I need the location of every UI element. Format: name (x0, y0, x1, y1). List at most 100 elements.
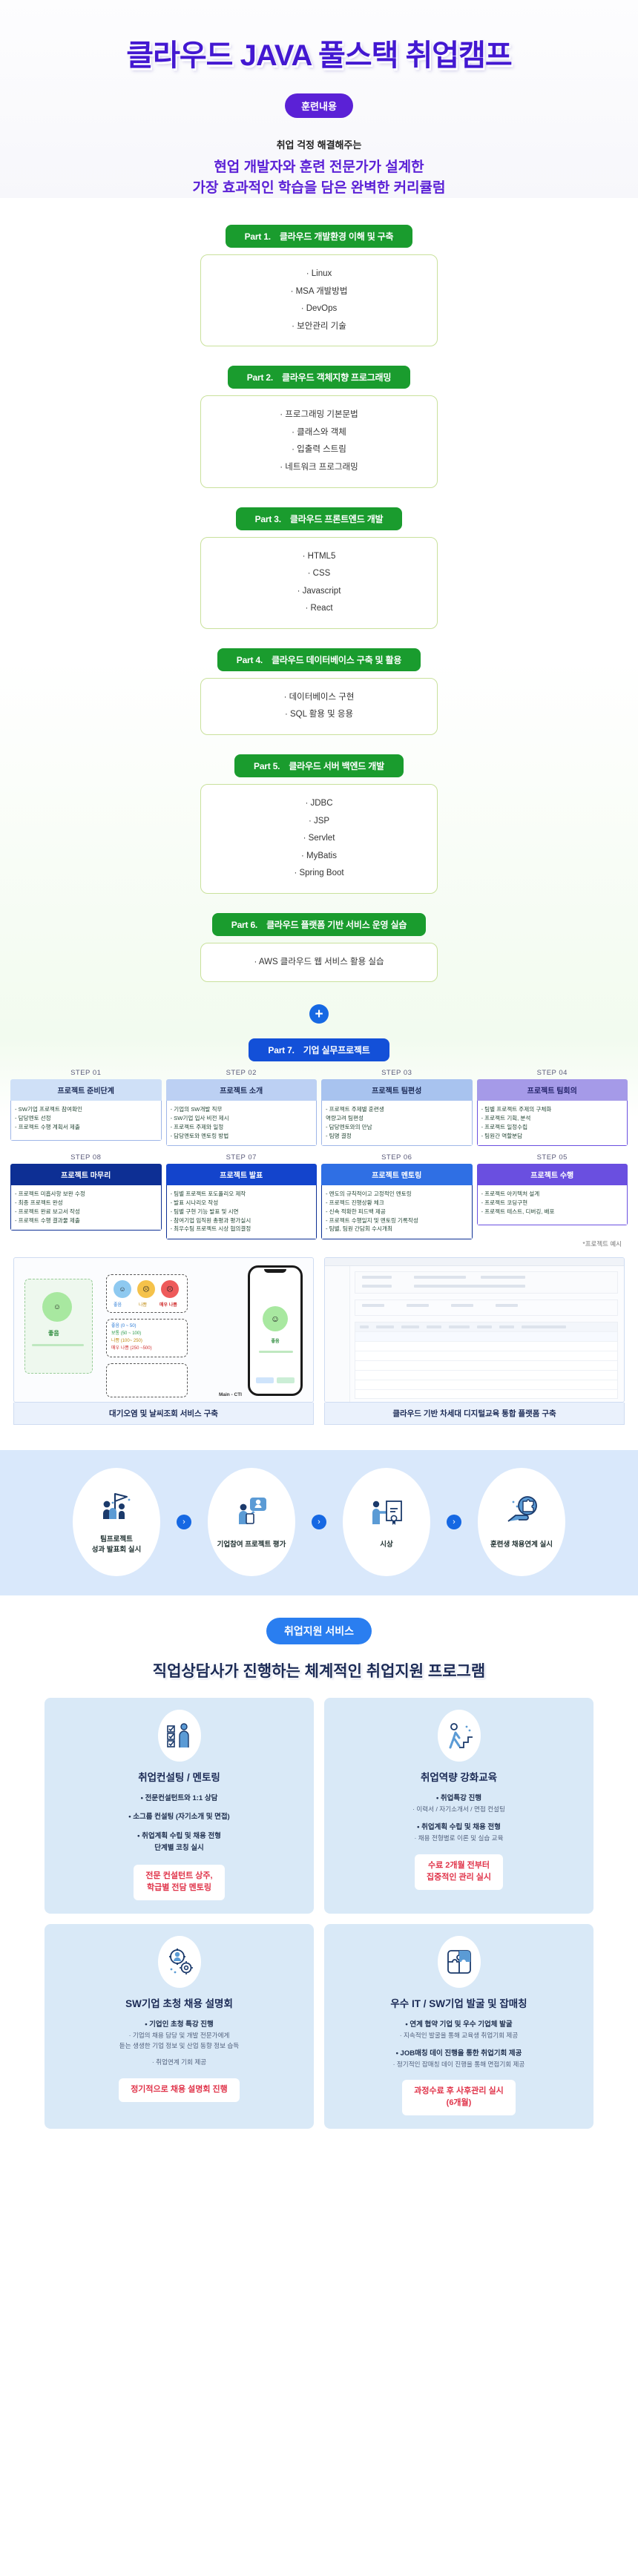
part-header: Part 7.기업 실무프로젝트 (249, 1038, 389, 1062)
list-item: - 팀별, 팀원 간담회 수시개최 (326, 1225, 392, 1233)
list-item: - 담당멘토와 멘토링 방법 (170, 1132, 229, 1139)
list-item: · Servlet (303, 834, 335, 843)
card-bullet: • 취업특강 진행 (435, 1794, 482, 1803)
review-person-icon (234, 1495, 269, 1531)
list-item: - SW기업 프로젝트 참여확인 (15, 1106, 82, 1113)
step-card-05: STEP 05 프로젝트 수행 - 프로젝트 아키텍처 설계 - 프로젝트 코딩… (476, 1153, 628, 1239)
handshake-puzzle-icon (504, 1495, 539, 1531)
flow-node-4: 훈련생 채용연계 실시 (466, 1468, 577, 1577)
list-item: · JDBC (305, 798, 333, 808)
list-item: - 멘도의 규칙적이고 고정적인 멘토링 (326, 1190, 412, 1198)
card-highlight-tag: 정기적으로 채용 설명회 진행 (119, 2078, 240, 2102)
list-item: - 참여기업 임직원 총평과 평가실시 (170, 1216, 251, 1224)
list-item: - 발표 시나리오 작성 (170, 1199, 219, 1207)
flow-node-1: 팀프로젝트 성과 발표회 실시 (61, 1468, 172, 1577)
tag-line-1: 과정수료 후 사후관리 실시 (414, 2086, 504, 2096)
part-number: Part 4. (236, 654, 263, 665)
list-item: - 담당멘토와의 만남 (326, 1123, 372, 1130)
list-item: · 프로그래밍 기본문법 (280, 410, 358, 420)
lead-line-2: 가장 효과적인 학습을 담은 완벽한 커리큘럼 (192, 179, 446, 196)
list-item: · 네트워크 프로그래밍 (280, 463, 358, 472)
list-item: - 프로젝트 미흡사항 보완 수정 (15, 1190, 85, 1198)
card-title: 취업컨설팅 / 멘토링 (138, 1772, 220, 1784)
card-bullet: • 전문컨설턴트와 1:1 상담 (140, 1794, 218, 1803)
flag-team-icon (99, 1489, 134, 1526)
plus-icon: + (309, 1004, 329, 1024)
card-bullet: • 취업계획 수립 및 채용 전형 (137, 1831, 221, 1840)
curriculum-part: Part 1.클라우드 개발환경 이해 및 구축 · Linux · MSA 개… (0, 225, 638, 347)
card-bullet: • 연계 협약 기업 및 우수 기업체 발굴 (405, 2020, 513, 2029)
part-title: 클라우드 객체지향 프로그래밍 (282, 372, 392, 383)
step-label: STEP 04 (536, 1069, 568, 1078)
list-item: · 데이터베이스 구현 (283, 692, 355, 702)
card-subtext: · 기업의 채용 담당 및 개발 전문가에게 (128, 2031, 230, 2039)
part-topic-list: · AWS 클라우드 웹 서비스 활용 실습 (200, 942, 438, 983)
list-item: - 프로젝트 완료 보고서 작성 (15, 1208, 80, 1215)
step-card-01: STEP 01 프로젝트 준비단계 - SW기업 프로젝트 참여확인 - 담당멘… (10, 1069, 162, 1146)
curriculum-part: Part 2.클라우드 객체지향 프로그래밍 · 프로그래밍 기본문법 · 클래… (0, 366, 638, 488)
flow-label-line1: 훈련생 채용연계 실시 (490, 1540, 553, 1549)
flow-label-line1: 시상 (380, 1540, 393, 1549)
part-topic-list: · 데이터베이스 구현 · SQL 활용 및 응용 (200, 677, 438, 735)
chevron-right-icon: › (447, 1515, 461, 1530)
list-item: - 프로젝트 일정수립 (481, 1123, 528, 1130)
part-title: 클라우드 개발환경 이해 및 구축 (279, 231, 394, 243)
part-header: Part 1. 클라우드 개발환경 이해 및 구축 (225, 225, 413, 248)
step-title: 프로젝트 팀편성 (321, 1079, 473, 1101)
support-card-consulting: 취업컨설팅 / 멘토링 • 전문컨설턴트와 1:1 상담 • 소그룹 컨설팅 (… (45, 1698, 314, 1914)
list-item: - 프로젝트 코딩구현 (481, 1199, 528, 1207)
mobile-app-mockup: ☺ 좋음 ☺ ☹ ☹ 좋음 나쁨 매우 나쁨 좋음 (0 ~ 50) 보통 (5… (13, 1257, 314, 1403)
flow-label-line2: 성과 발표회 실시 (91, 1545, 142, 1554)
tag-line-1: 전문 컨설턴트 상주, (145, 1871, 213, 1880)
gears-person-icon (157, 1935, 201, 1988)
list-item: · DevOps (300, 304, 338, 314)
list-item: - 프로젝트 주제와 일정 (170, 1123, 224, 1130)
list-item: - 프로젝트 아키텍처 설계 (481, 1190, 540, 1198)
flow-node-3: 시상 (331, 1468, 442, 1577)
part-title: 기업 실무프로젝트 (303, 1045, 370, 1056)
smiley-face-icon: ☺ (42, 1292, 72, 1322)
list-item: · AWS 클라우드 웹 서비스 활용 실습 (254, 957, 384, 966)
chevron-right-icon: › (177, 1515, 191, 1530)
list-item: - 프로젝트 테스트, 디버깅, 배포 (481, 1208, 555, 1215)
project-example-2: 클라우드 기반 차세대 디지털교육 통합 플랫폼 구축 (324, 1257, 625, 1426)
list-item: - 프로젝트 수행 결과물 제출 (15, 1216, 80, 1224)
smiley-verybad-icon: ☹ (161, 1280, 179, 1299)
step-label: STEP 03 (381, 1069, 412, 1078)
step-card-08: STEP 08 프로젝트 마무리 - 프로젝트 미흡사항 보완 수정 - 최종 … (10, 1153, 162, 1239)
step-label: STEP 07 (226, 1153, 257, 1162)
card-subtext: · 정기적인 잡매칭 데이 진행을 통해 면접기회 제공 (392, 2060, 525, 2068)
smiley-bad-icon: ☹ (137, 1280, 155, 1299)
step-card-04: STEP 04 프로젝트 팀회의 - 팀별 프로젝트 주제의 구체화 - 프로젝… (476, 1069, 628, 1147)
tag-line-1: 정기적으로 채용 설명회 진행 (131, 2085, 228, 2095)
list-item: · 입출력 스트림 (292, 445, 346, 455)
card-bullet: • JOB매칭 데이 진행을 통한 취업기회 제공 (395, 2049, 522, 2058)
curriculum-part: Part 5.클라우드 서버 백엔드 개발 · JDBC · JSP · Ser… (0, 754, 638, 894)
step-label: STEP 06 (381, 1153, 412, 1162)
lead-subtitle: 취업 걱정 해결해주는 (276, 139, 362, 151)
list-item: · MSA 개발방법 (290, 286, 348, 296)
part-topic-list: · JDBC · JSP · Servlet · MyBatis · Sprin… (200, 783, 438, 894)
lead-line-1: 현업 개발자와 훈련 전문가가 설계한 (214, 159, 424, 175)
project-example-caption: 클라우드 기반 차세대 디지털교육 통합 플랫폼 구축 (324, 1403, 625, 1426)
certificate-icon (369, 1495, 404, 1531)
card-subtext: · 이력서 / 자기소개서 / 면접 컨설팅 (412, 1805, 505, 1814)
part-topic-list: · 프로그래밍 기본문법 · 클래스와 객체 · 입출력 스트림 · 네트워크 … (200, 395, 438, 488)
tag-line-2: 집중적인 관리 실시 (426, 1872, 492, 1882)
part-number: Part 1. (244, 231, 271, 243)
part-header: Part 3.클라우드 프론트엔드 개발 (235, 507, 403, 530)
flow-label-line1: 팀프로젝트 (100, 1535, 133, 1544)
list-item: - 신속 적확한 피드백 제공 (326, 1208, 386, 1215)
list-item: - 프로젝드 진행상황 체크 (326, 1199, 384, 1207)
list-item: - 팀원간 역할분담 (481, 1132, 523, 1139)
training-content-badge: 훈련내용 (285, 93, 353, 118)
step-title: 프로젝트 발표 (165, 1164, 317, 1186)
part-header: Part 5.클라우드 서버 백엔드 개발 (234, 754, 404, 777)
step-title: 프로젝트 수행 (476, 1164, 628, 1186)
list-item: · SQL 활용 및 응용 (284, 710, 354, 719)
part-title: 클라우드 프론트엔드 개발 (289, 513, 384, 524)
employment-support-section: 취업지원 서비스 직업상담사가 진행하는 체계적인 취업지원 프로그램 (0, 1595, 638, 2156)
list-item: - 담당멘토 선정 (15, 1115, 51, 1122)
step-title: 프로젝트 팀회의 (476, 1079, 628, 1101)
step-title: 프로젝트 소개 (165, 1079, 317, 1101)
